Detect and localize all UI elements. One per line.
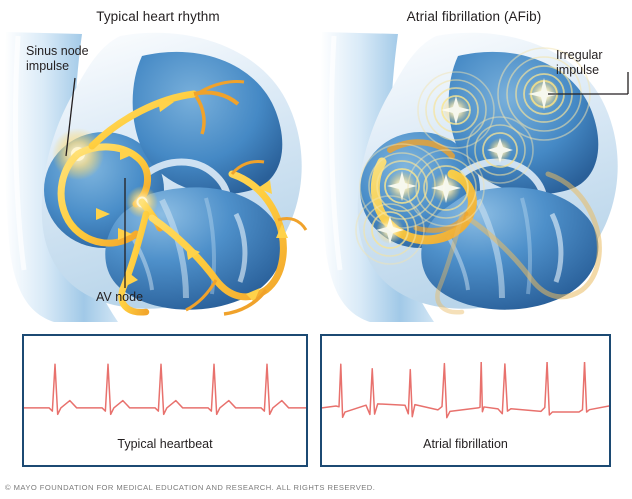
callout-sinus-node-impulse: Sinus node impulse xyxy=(26,44,89,73)
impulse-focus-ra-lower xyxy=(355,195,425,265)
callout-av-node: AV node xyxy=(96,290,144,304)
heart-illustration-typical xyxy=(0,22,316,322)
panel-title-typical: Typical heart rhythm xyxy=(96,9,220,24)
ecg-panel-typical: Typical heartbeat xyxy=(22,334,308,467)
impulse-focus-la-mid xyxy=(466,116,534,184)
leader-lines-right xyxy=(548,72,629,95)
impulse-focus-ra-right xyxy=(407,149,485,227)
callout-irregular-impulse: Irregular impulse xyxy=(556,48,603,77)
heart-diagram-afib-svg xyxy=(320,32,618,322)
copyright-footer: © MAYO FOUNDATION FOR MEDICAL EDUCATION … xyxy=(5,483,376,492)
heart-diagram-typical-svg xyxy=(4,32,308,322)
ecg-trace-afib xyxy=(322,362,609,419)
ecg-caption-afib: Atrial fibrillation xyxy=(423,437,508,451)
ecg-trace-typical xyxy=(24,363,306,416)
ecg-caption-typical: Typical heartbeat xyxy=(117,437,213,451)
impulse-focus-la-left xyxy=(417,71,495,149)
panel-title-afib: Atrial fibrillation (AFib) xyxy=(406,9,542,24)
leader-lines-left xyxy=(65,77,126,288)
heart-illustration-afib xyxy=(316,22,632,322)
ecg-panel-afib: Atrial fibrillation xyxy=(320,334,611,467)
